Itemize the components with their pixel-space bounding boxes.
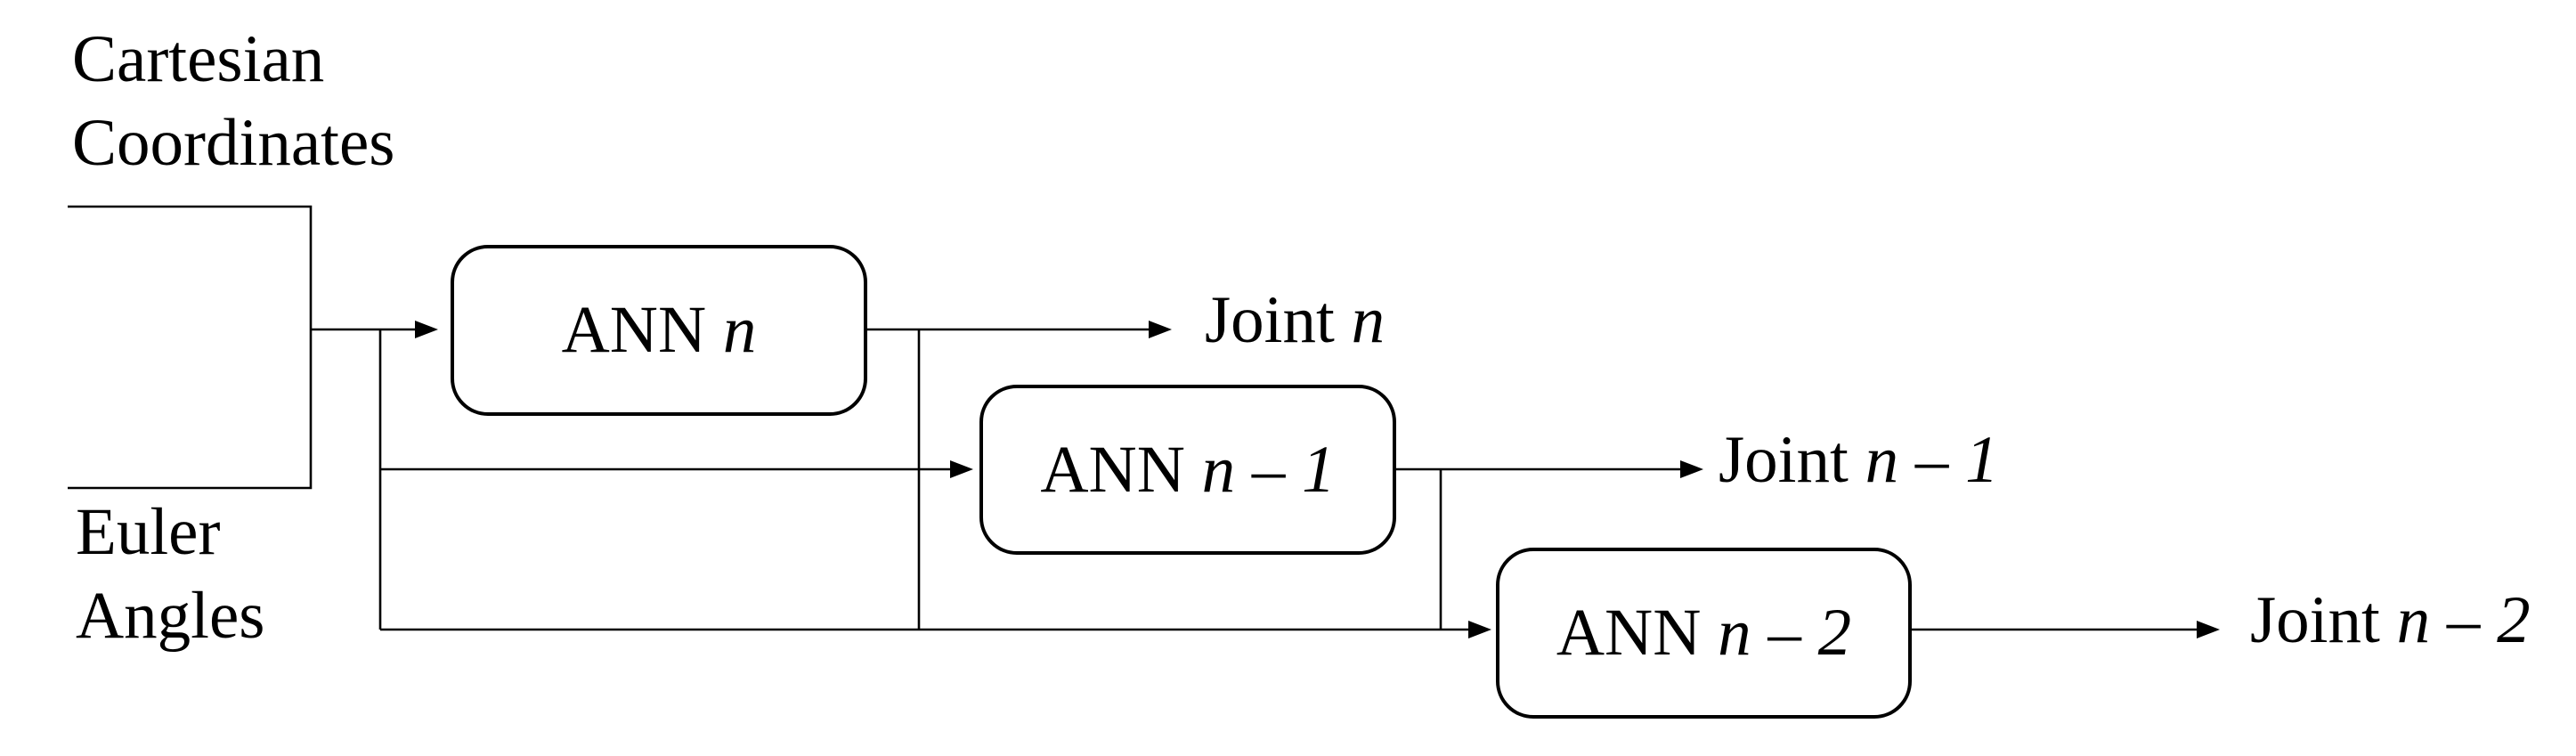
joint-n-1-arrowhead-icon <box>1680 460 1703 478</box>
input-to-ann-n-arrowhead-icon <box>415 321 438 338</box>
joint-n-2-label-var: n – 2 <box>2396 583 2531 658</box>
joint-n-arrowhead-icon <box>1149 321 1172 338</box>
ann-n-1-label-prefix: ANN <box>1040 432 1185 507</box>
input-to-ann-n-1-arrowhead-icon <box>950 460 973 478</box>
joint-n-label-prefix: Joint <box>1205 283 1335 358</box>
ann-n-1-label-var: n – 1 <box>1201 432 1336 507</box>
joint-n-2-label-prefix: Joint <box>2250 583 2380 658</box>
joint-n-2-arrowhead-icon <box>2197 621 2220 638</box>
input-bracket <box>68 205 313 490</box>
joint-n-1-label-var: n – 1 <box>1865 423 1999 498</box>
input-to-ann-n-2-arrowhead-icon <box>1468 621 1491 638</box>
joint-n-1-label-prefix: Joint <box>1719 423 1849 498</box>
ann-n-label-prefix: ANN <box>561 293 707 367</box>
cartesian-coordinates-label: Cartesian Coordinates <box>72 22 395 180</box>
ann-n-label-var: n <box>722 293 757 367</box>
ann-n-2-label-prefix: ANN <box>1556 596 1702 670</box>
euler-angles-label: Euler Angles <box>76 495 265 653</box>
joint-n-label-var: n <box>1351 283 1386 358</box>
ann-n-2-label-var: n – 2 <box>1718 596 1852 670</box>
